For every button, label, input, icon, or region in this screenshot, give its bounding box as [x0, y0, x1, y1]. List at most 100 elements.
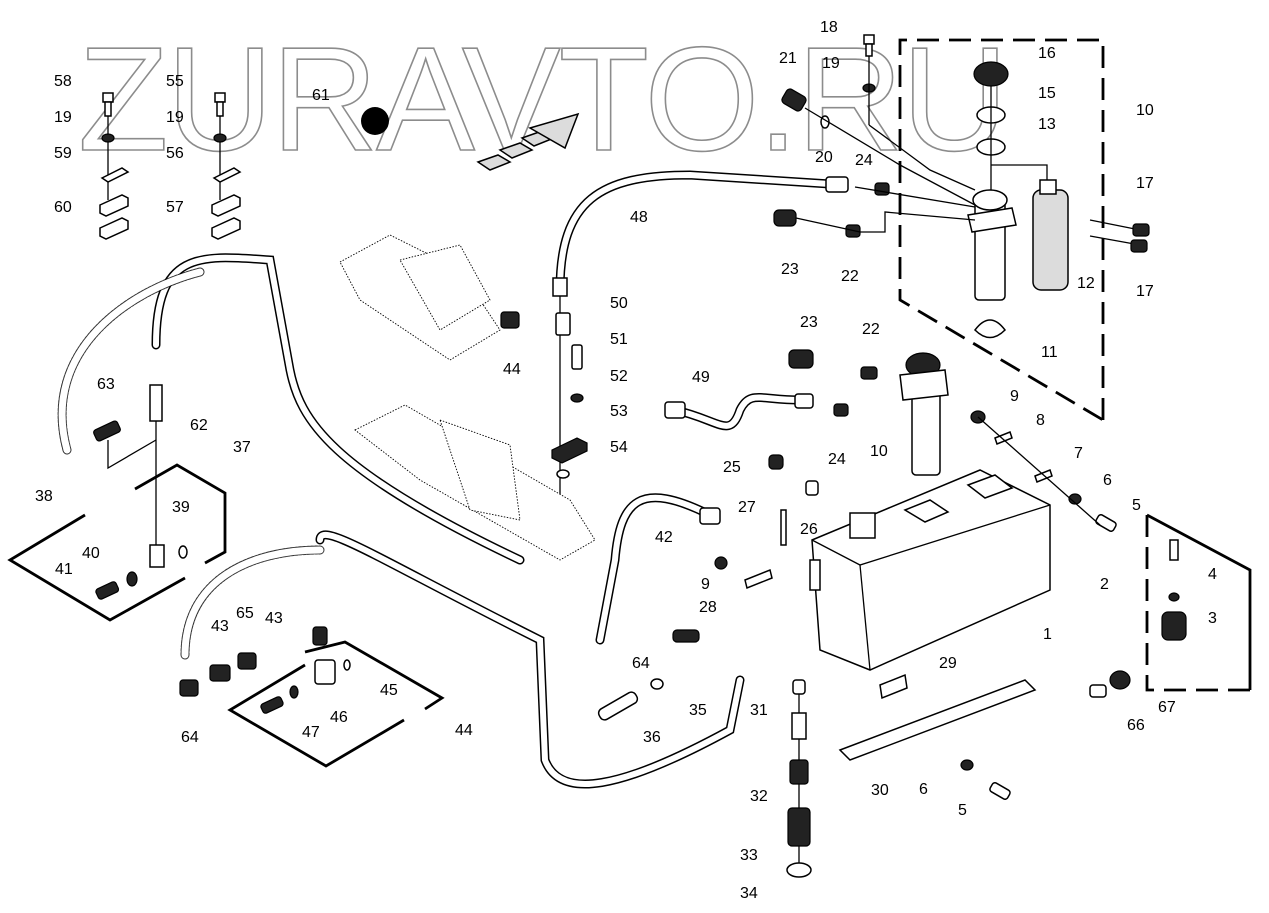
- label-23: 23: [800, 314, 818, 331]
- label-34: 34: [740, 885, 758, 902]
- label-35: 35: [689, 702, 707, 719]
- label-15: 15: [1038, 85, 1056, 102]
- label-23: 23: [781, 261, 799, 278]
- screw-4: [1169, 539, 1179, 561]
- hose-48-nut: [552, 277, 568, 297]
- elbow-23-lower: [788, 349, 814, 369]
- bolt-5-lower: [989, 782, 1011, 800]
- plate-56: [212, 167, 242, 183]
- return-filter-10: [899, 352, 949, 476]
- label-29: 29: [939, 655, 957, 672]
- label-9: 9: [701, 576, 710, 593]
- label-44: 44: [455, 722, 473, 739]
- hose-barb-36: [597, 691, 639, 721]
- label-64: 64: [632, 655, 650, 672]
- label-9: 9: [1010, 388, 1019, 405]
- label-51: 51: [610, 331, 628, 348]
- plate-29: [879, 673, 908, 700]
- oring-35: [650, 678, 664, 690]
- label-67: 67: [1158, 699, 1176, 716]
- elbow-63: [93, 420, 121, 442]
- washer-19-left: [101, 133, 115, 143]
- label-19: 19: [54, 109, 72, 126]
- washer-40: [126, 571, 138, 587]
- oring-39: [178, 545, 188, 559]
- watermark-text: ZURAVTO.RU: [78, 17, 1006, 182]
- clamp-60-bottom: [99, 217, 129, 240]
- tee-ghost: [791, 712, 807, 740]
- label-30: 30: [871, 782, 889, 799]
- label-17: 17: [1136, 283, 1154, 300]
- strip-30: [838, 679, 1037, 761]
- bolt-51: [571, 344, 583, 370]
- bolt-41: [95, 581, 120, 600]
- label-1: 1: [1043, 626, 1052, 643]
- hydraulic-tank-1: [809, 469, 1051, 671]
- label-25: 25: [723, 459, 741, 476]
- oring-45: [343, 659, 351, 671]
- fitting-31: [792, 679, 806, 695]
- elbow-65: [237, 652, 257, 670]
- label-5: 5: [958, 802, 967, 819]
- washer-6-upper: [1068, 493, 1082, 505]
- swivel-44: [500, 311, 520, 329]
- label-60: 60: [54, 199, 72, 216]
- filter-cap-16: [973, 61, 1009, 87]
- banjo-50: [555, 312, 571, 336]
- label-33: 33: [740, 847, 758, 864]
- adapter-43-right: [312, 626, 328, 646]
- tank-flange-1: [903, 499, 950, 523]
- bolt-5-upper: [1095, 514, 1117, 532]
- label-31: 31: [750, 702, 768, 719]
- marker-61: [361, 107, 389, 135]
- dust-cap-34: [786, 862, 812, 878]
- label-22: 22: [862, 321, 880, 338]
- nut-9-lower: [714, 556, 728, 570]
- tank-flange-2: [966, 474, 1014, 499]
- label-3: 3: [1208, 610, 1217, 627]
- elbow-64-right: [672, 629, 700, 643]
- label-36: 36: [643, 729, 661, 746]
- label-44: 44: [503, 361, 521, 378]
- tee-62: [149, 384, 163, 422]
- strip-27: [780, 509, 787, 546]
- bolt-47: [260, 696, 284, 714]
- gasket-11: [974, 319, 1006, 339]
- elbow-64-left: [179, 679, 199, 697]
- fitting-21: [781, 88, 807, 112]
- washer-19-right: [213, 133, 227, 143]
- label-8: 8: [1036, 412, 1045, 429]
- bolt-18: [863, 34, 875, 45]
- clamp-57-bottom: [211, 217, 241, 240]
- label-24: 24: [828, 451, 846, 468]
- label-17: 17: [1136, 175, 1154, 192]
- cap-25: [768, 454, 784, 470]
- fitting-22-lower: [860, 366, 878, 380]
- label-47: 47: [302, 724, 320, 741]
- clamp-53: [551, 437, 588, 464]
- label-4: 4: [1208, 566, 1217, 583]
- sight-gauge: [809, 559, 821, 591]
- label-43: 43: [265, 610, 283, 627]
- label-39: 39: [172, 499, 190, 516]
- label-48: 48: [630, 209, 648, 226]
- label-6: 6: [919, 781, 928, 798]
- bolt-55: [214, 92, 226, 117]
- label-41: 41: [55, 561, 73, 578]
- label-12: 12: [1077, 275, 1095, 292]
- label-21: 21: [779, 50, 797, 67]
- label-28: 28: [699, 599, 717, 616]
- label-2: 2: [1100, 576, 1109, 593]
- sleeve-66: [1089, 684, 1107, 698]
- filter-element-12: [1032, 179, 1069, 291]
- adapter-43-left: [209, 664, 231, 682]
- hose-49-end: [664, 401, 686, 419]
- label-20: 20: [815, 149, 833, 166]
- label-37: 37: [233, 439, 251, 456]
- plug-17-bottom: [1130, 239, 1148, 253]
- label-43: 43: [211, 618, 229, 635]
- bolt-58: [102, 92, 114, 117]
- label-52: 52: [610, 368, 628, 385]
